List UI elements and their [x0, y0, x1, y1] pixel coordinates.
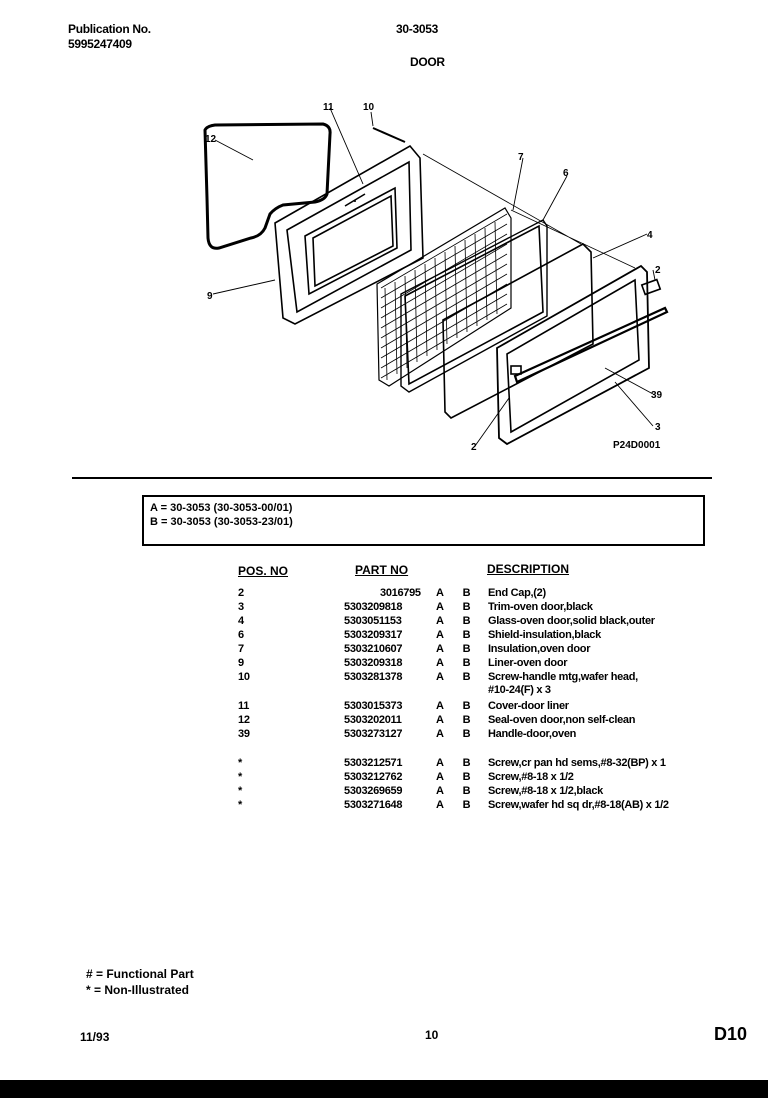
row-pos: 7	[238, 643, 244, 655]
row-ab: A B	[436, 657, 479, 669]
exploded-door-diagram: 12 11 10 7 6 4 2 9 39 3 2 P24D0001	[203, 102, 669, 453]
row-desc: Screw,#8-18 x 1/2	[488, 771, 574, 783]
model-code: 30-3053	[396, 22, 438, 36]
row-ab: A B	[436, 771, 479, 783]
publication-number: 5995247409	[68, 37, 132, 51]
row-ab: A B	[436, 785, 479, 797]
seal-part	[203, 122, 332, 250]
callout-11: 11	[323, 102, 334, 113]
row-pos: 10	[238, 671, 250, 683]
row-desc: Screw,#8-18 x 1/2,black	[488, 785, 603, 797]
row-part: 5303015373	[344, 700, 403, 712]
row-desc: Seal-oven door,non self-clean	[488, 714, 636, 726]
row-desc: Screw,cr pan hd sems,#8-32(BP) x 1	[488, 757, 666, 769]
scan-border	[0, 1080, 768, 1098]
row-ab: A B	[436, 671, 479, 683]
footer-page-number: 10	[425, 1028, 439, 1042]
row-pos: *	[238, 785, 242, 797]
row-part: 5303212762	[344, 771, 403, 783]
row-desc: Handle-door,oven	[488, 728, 577, 740]
callout-12: 12	[205, 134, 217, 145]
row-pos: *	[238, 757, 242, 769]
publication-label: Publication No.	[68, 22, 151, 36]
row-part: 5303269659	[344, 785, 403, 797]
row-desc: Liner-oven door	[488, 657, 568, 669]
symbol-legend: # = Functional Part * = Non-Illustrated	[86, 966, 194, 998]
row-part: 5303273127	[344, 728, 403, 740]
functional-part-note: # = Functional Part	[86, 967, 194, 981]
row-ab: A B	[436, 757, 479, 769]
callout-7: 7	[518, 152, 524, 163]
row-ab: A B	[436, 714, 479, 726]
drawing-id: P24D0001	[613, 440, 661, 451]
non-illustrated-note: * = Non-Illustrated	[86, 983, 190, 997]
row-desc: Glass-oven door,solid black,outer	[488, 615, 655, 627]
row-part: 5303209318	[344, 657, 403, 669]
row-ab: A B	[436, 629, 479, 641]
model-a-line: A = 30-3053 (30-3053-00/01)	[150, 502, 293, 514]
handle-part	[513, 306, 669, 384]
row-ab: A B	[436, 728, 479, 740]
callout-39: 39	[651, 390, 663, 401]
callout-3: 3	[655, 422, 661, 433]
col-header-pos: POS. NO	[238, 564, 289, 578]
row-part: 3016795	[380, 587, 421, 599]
callout-10: 10	[363, 102, 375, 113]
row-ab: A B	[436, 615, 479, 627]
row-pos: 4	[238, 615, 244, 627]
row-pos: 2	[238, 587, 244, 599]
col-header-part: PART NO	[355, 563, 409, 577]
row-desc-continued: #10-24(F) x 3	[488, 684, 551, 696]
row-desc: Screw-handle mtg,wafer head,	[488, 671, 638, 683]
section-title: DOOR	[410, 55, 445, 69]
row-ab: A B	[436, 643, 479, 655]
row-part: 5303212571	[344, 757, 403, 769]
row-pos: *	[238, 799, 242, 811]
callout-9: 9	[207, 291, 213, 302]
row-ab: A B	[436, 799, 479, 811]
row-part: 5303051153	[344, 615, 402, 627]
row-pos: 39	[238, 728, 250, 740]
callout-4: 4	[647, 230, 653, 241]
row-desc: End Cap,(2)	[488, 587, 546, 599]
row-pos: 6	[238, 629, 244, 641]
row-desc: Trim-oven door,black	[488, 601, 593, 613]
row-pos: 3	[238, 601, 244, 613]
model-b-line: B = 30-3053 (30-3053-23/01)	[150, 516, 293, 528]
callout-2-left: 2	[471, 442, 477, 453]
row-desc: Insulation,oven door	[488, 643, 591, 655]
model-legend-box: A = 30-3053 (30-3053-00/01) B = 30-3053 …	[142, 495, 705, 546]
row-ab: A B	[436, 601, 479, 613]
row-pos: *	[238, 771, 242, 783]
row-desc: Shield-insulation,black	[488, 629, 601, 641]
row-pos: 9	[238, 657, 244, 669]
row-part: 5303209818	[344, 601, 403, 613]
row-part: 5303202011	[344, 714, 402, 726]
insulation-part	[376, 207, 512, 387]
row-desc: Screw,wafer hd sq dr,#8-18(AB) x 1/2	[488, 799, 669, 811]
callout-2-right: 2	[655, 265, 661, 276]
row-part: 5303210607	[344, 643, 403, 655]
callout-6: 6	[563, 168, 569, 179]
row-part: 5303271648	[344, 799, 403, 811]
row-desc: Cover-door liner	[488, 700, 569, 712]
row-part: 5303209317	[344, 629, 403, 641]
footer-section-code: D10	[714, 1024, 748, 1044]
trim-part	[496, 264, 650, 446]
section-divider	[72, 477, 712, 479]
footer-date: 11/93	[80, 1030, 110, 1044]
col-header-desc: DESCRIPTION	[487, 562, 570, 576]
row-ab: A B	[436, 587, 479, 599]
row-ab: A B	[436, 700, 479, 712]
liner-part	[274, 144, 424, 325]
row-pos: 12	[238, 714, 250, 726]
row-part: 5303281378	[344, 671, 403, 683]
row-pos: 11	[238, 700, 250, 712]
